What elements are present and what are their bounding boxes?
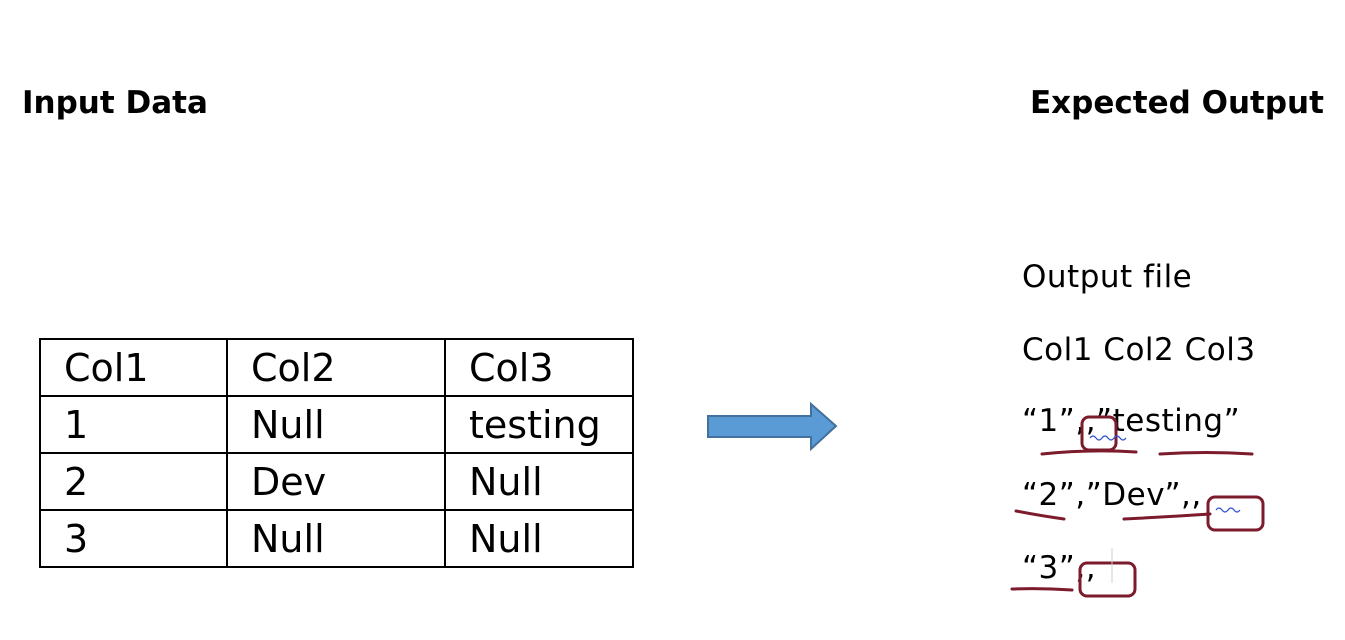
output-line: “1”,,”testing” xyxy=(1022,403,1241,439)
underline-mark xyxy=(1010,587,1074,592)
expected-output-heading: Expected Output xyxy=(1030,85,1324,121)
table-header-cell: Col1 xyxy=(39,338,228,397)
output-file-title: Output file xyxy=(1022,259,1193,295)
table-header-cell: Col3 xyxy=(444,338,634,397)
underline-mark xyxy=(1158,451,1254,456)
table-cell: Null xyxy=(226,395,446,454)
arrow-shape xyxy=(707,402,838,452)
table-cell: 1 xyxy=(39,395,228,454)
right-arrow-icon xyxy=(707,402,838,452)
output-header-line: Col1 Col2 Col3 xyxy=(1022,332,1256,368)
highlight-box xyxy=(1206,495,1265,532)
table-cell: 3 xyxy=(39,509,228,568)
table-cell: testing xyxy=(444,395,634,454)
table-header-cell: Col2 xyxy=(226,338,446,397)
table-row: 1 Null testing xyxy=(39,395,634,454)
underline-mark xyxy=(1122,512,1212,521)
input-data-table: Col1 Col2 Col3 1 Null testing 2 Dev Null… xyxy=(39,338,634,568)
table-header-row: Col1 Col2 Col3 xyxy=(39,338,634,397)
underline-mark xyxy=(1040,449,1138,456)
input-data-heading: Input Data xyxy=(22,85,208,121)
output-line: “3”,, xyxy=(1022,550,1097,586)
table-row: 2 Dev Null xyxy=(39,452,634,511)
table-cell: 2 xyxy=(39,452,228,511)
table-cell: Null xyxy=(444,509,634,568)
table-cell: Dev xyxy=(226,452,446,511)
table-cell: Null xyxy=(444,452,634,511)
table-cell: Null xyxy=(226,509,446,568)
table-row: 3 Null Null xyxy=(39,509,634,568)
squiggle-underline xyxy=(1215,507,1241,513)
output-line: “2”,”Dev”,, xyxy=(1022,477,1202,513)
